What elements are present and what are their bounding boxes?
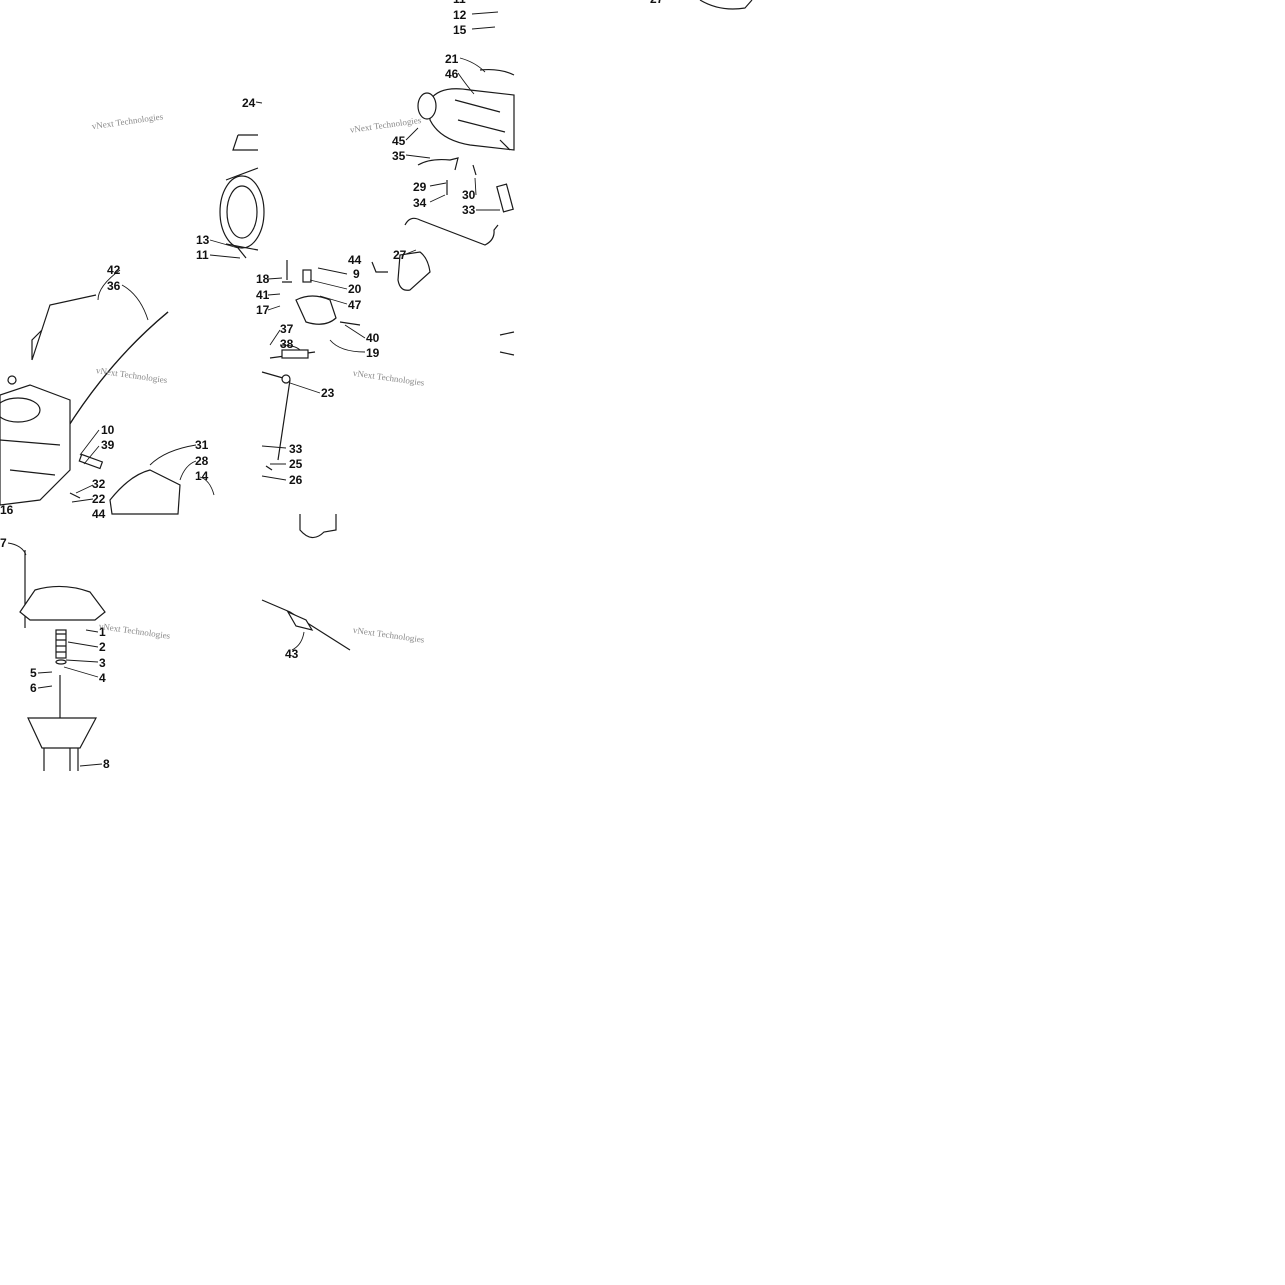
callout-44-second: 44: [348, 253, 362, 267]
callout-5: 5: [30, 666, 37, 680]
watermark-5: vNext Technologies: [98, 621, 171, 641]
callout-11: 11: [453, 0, 466, 6]
callout-28: 28: [195, 454, 209, 468]
callout-3: 3: [99, 656, 106, 670]
callout-41: 41: [256, 288, 270, 302]
callout-34: 34: [413, 196, 427, 210]
mixture-screw-and-float-parts: [261, 260, 515, 471]
callout-25: 25: [289, 457, 303, 471]
callout-15: 15: [453, 23, 467, 37]
callout-27: 27: [393, 248, 407, 262]
callout-6: 6: [30, 681, 37, 695]
callout-18: 18: [256, 272, 270, 286]
callout-47: 47: [348, 298, 362, 312]
throttle-housing-assembly: [371, 68, 515, 291]
callout-30: 30: [462, 188, 476, 202]
watermark-1: vNext Technologies: [91, 111, 164, 131]
callout-2: 2: [99, 640, 106, 654]
callout-32: 32: [92, 477, 106, 491]
callout-19: 19: [366, 346, 380, 360]
callout-11-second: 11: [196, 248, 209, 262]
callout-13: 13: [196, 233, 210, 247]
callout-21: 21: [445, 52, 459, 66]
callout-12: 12: [453, 8, 467, 22]
callout-24: 24: [242, 96, 256, 110]
callout-20: 20: [348, 282, 362, 296]
watermark-2: vNext Technologies: [349, 115, 422, 135]
callout-7: 7: [0, 536, 7, 550]
watermark-4: vNext Technologies: [352, 368, 425, 388]
callout-36: 36: [107, 279, 121, 293]
callout-10: 10: [101, 423, 115, 437]
carburetor-body-top-view: [219, 134, 265, 259]
watermark-3: vNext Technologies: [95, 365, 168, 385]
callout-8: 8: [103, 757, 110, 771]
callout-9: 9: [353, 267, 360, 281]
callout-38: 38: [280, 337, 294, 351]
callout-39: 39: [101, 438, 115, 452]
callout-26: 26: [289, 473, 303, 487]
callout-4: 4: [99, 671, 106, 685]
callout-leader-lines: [7, 11, 500, 767]
partial-part-outline: [699, 0, 753, 10]
callout-16: 16: [0, 503, 14, 517]
callout-44: 44: [92, 507, 106, 521]
callout-33: 33: [462, 203, 476, 217]
watermark-6: vNext Technologies: [352, 625, 425, 645]
throttle-cable-assembly: [261, 514, 351, 651]
callout-14: 14: [195, 469, 209, 483]
callout-17: 17: [256, 303, 270, 317]
callout-42: 42: [107, 263, 121, 277]
callout-46: 46: [445, 67, 459, 81]
callout-22: 22: [92, 492, 106, 506]
callout-43: 43: [285, 647, 299, 661]
callout-33-second: 33: [289, 442, 303, 456]
callout-40: 40: [366, 331, 380, 345]
callout-35: 35: [392, 149, 406, 163]
callout-23: 23: [321, 386, 335, 400]
callout-1: 1: [99, 625, 106, 639]
callout-45: 45: [392, 134, 406, 148]
callout-31: 31: [195, 438, 209, 452]
carburetor-body-side-view: [0, 294, 181, 515]
callout-27-second: 27: [650, 0, 664, 6]
diaphragm-and-needle-assembly: [19, 550, 106, 771]
callout-37: 37: [280, 322, 294, 336]
callout-29: 29: [413, 180, 427, 194]
callout-labels: 11 12 15 21 46 45 35 29 34 30 33 27 27 2…: [0, 0, 664, 771]
